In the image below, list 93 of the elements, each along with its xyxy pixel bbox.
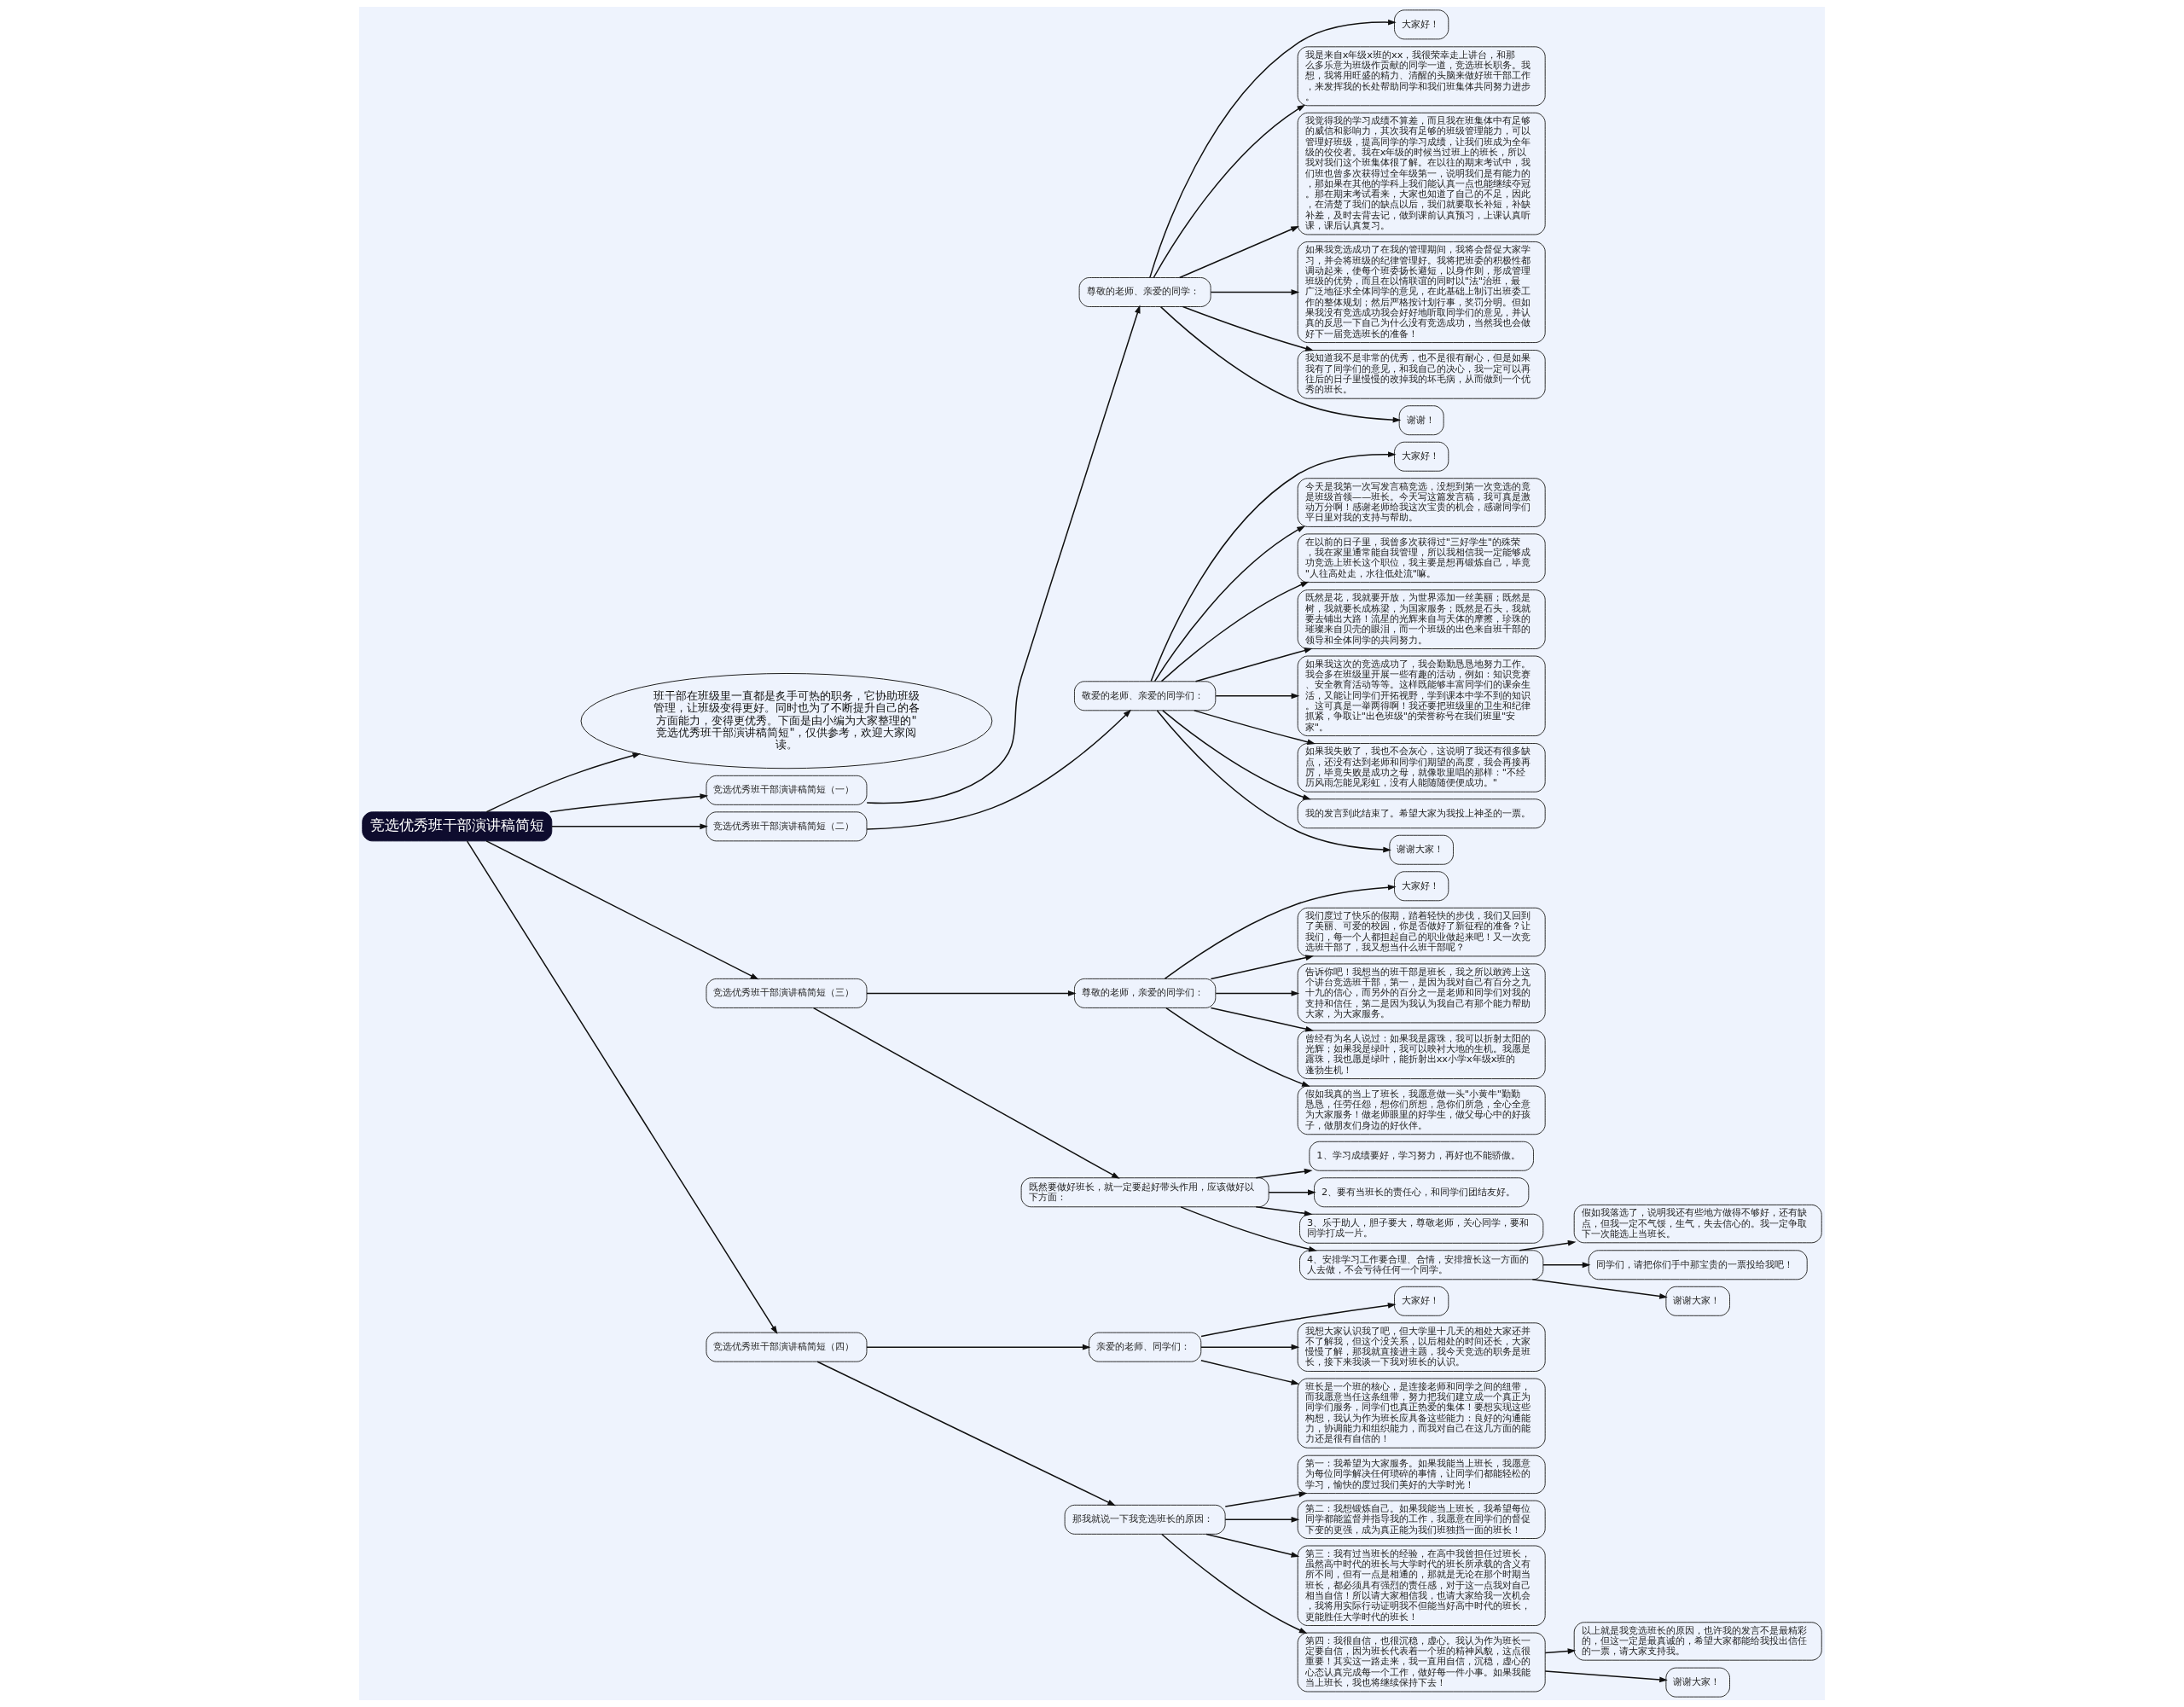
node-box: 竞选优秀班干部演讲稿简短（一） (706, 775, 868, 805)
arrow (1210, 289, 1300, 295)
node-box: 班长是一个班的核心，是连接老师和同学之间的纽带，而我愿意当任这条纽带，努力把我们建立成一个真正为同学们服务，同学们也真正热爱的集体！要想实现这些构想，我认为作为班长应具备这些能力：良好的沟通能力，协调能力和组织能力，而我对自己在这几方面的能力还是很有自信的！ (1297, 1378, 1546, 1449)
arrow (485, 752, 642, 813)
node-box: 竞选优秀班干部演讲稿简短（四） (706, 1332, 868, 1362)
node-box: 3、乐于助人，胆子要大，尊敬老师，关心同学，要和同学打成一片。 (1299, 1213, 1544, 1244)
node-box: 谢谢大家！ (1665, 1667, 1730, 1698)
arrow (1194, 710, 1316, 745)
node-box: 4、安排学习工作要合理、合情，安排擅长这一方面的人去做，不会亏待任何一个同学。 (1299, 1250, 1544, 1280)
arrow (1544, 1648, 1577, 1654)
node-box: 第二：我想锻炼自己。如果我能当上班长，我希望每位同学都能监督并指导我的工作，我愿意在同学们的督促下变的更强，成为真正能为我们班独挡一面的班长！ (1297, 1500, 1546, 1539)
arrow (1224, 1491, 1308, 1507)
node-box: 竞选优秀班干部演讲稿简短（三） (706, 978, 868, 1008)
arrow (485, 840, 759, 980)
arrow (549, 793, 709, 813)
arrow (1161, 1533, 1308, 1634)
arrow (1210, 955, 1314, 980)
arrow (866, 990, 1077, 996)
arrow (551, 823, 709, 830)
arrow (1215, 990, 1300, 996)
node-box: 如果我失败了，我也不会灰心，这说明了我还有很多缺点，还没有达到老师和同学们期望的高度，我会再接再厉，毕竟失败是成功之母，就像歌里唱的那样："不经历风雨怎能见彩虹，没有人能随随便便成功。" (1297, 743, 1546, 793)
node-box: 亲爱的老师、同学们： (1089, 1332, 1202, 1362)
node-box: 既然要做好班长，就一定要起好带头作用，应该做好以下方面： (1020, 1177, 1269, 1208)
arrow (1194, 647, 1313, 682)
node-box: 既然是花，我就要开放，为世界添加一丝美丽；既然是树，我就要长成栋梁，为国家服务；既然是石头，我就要去铺出大路！流星的光辉来自与天体的摩擦，珍珠的璀璨来自贝壳的眼泪，而一个班级的出色来自班干部的领导和全体同学的共同努力。 (1297, 589, 1546, 649)
node-box: 我的发言到此结束了。希望大家为我投上神圣的一票。 (1297, 798, 1546, 829)
arrow (1162, 710, 1311, 800)
node-box: 我想大家认识我了吧，但大学里十几天的相处大家还并不了解我，但这个没关系，以后相处的时间还长，大家慢慢了解，那我就直接进主题，我今天竞选的职务是班长，接下来我谈一下我对班长的认识。 (1297, 1322, 1546, 1372)
arrow (466, 840, 778, 1334)
arrow (1160, 581, 1310, 682)
node-box: 第三：我有过当班长的经验，在高中我曾担任过班长，虽然高中时代的班长与大学时代的班长所承载的含义有所不同，但有一点是相通的，那就是无论在那个时期当班长，都必须具有强烈的责任感，对于这一点我对自己相当自信！所以请大家相信我，也请大家给我一次机会，我将用实际行动证明我不但能当好高中时代的班长，更能胜任大学时代的班长！ (1297, 1545, 1546, 1626)
arrow (1149, 19, 1397, 279)
node-box: 谢谢大家！ (1665, 1286, 1730, 1316)
arrow (1215, 693, 1300, 700)
node-box: 第一：我希望为大家服务。如果我能当上班长，我愿意为每位同学解决任何琐碎的事情，让同学们都能轻松的学习，愉快的度过我们美好的大学时光！ (1297, 1454, 1546, 1495)
node-box: 谢谢！ (1398, 405, 1444, 436)
node-box: 大家好！ (1394, 441, 1449, 472)
arrow (1182, 305, 1314, 351)
arrow (1164, 884, 1397, 979)
node-box: 尊敬的老师，亲爱的同学们： (1074, 978, 1217, 1008)
node-box: 我知道我不是非常的优秀，也不是很有耐心，但是如果我有了同学们的意见，和我自己的决心，我一定可以再往后的日子里慢慢的改掉我的坏毛病，从而做到一个优秀的班长。 (1297, 350, 1546, 399)
node-box: 我是来自x年级x班的xx，我很荣幸走上讲台，和那么多乐意为班级作贡献的同学一道，竞选班长职务。我想，我将用旺盛的精力、清醒的头脑来做好班干部工作，来发挥我的长处帮助同学和我们班集体共同努力进步。 (1297, 46, 1546, 107)
arrow (1205, 1533, 1300, 1558)
arrow (1150, 451, 1397, 682)
node-box: 我们度过了快乐的假期，踏着轻快的步伐，我们又回到了美丽、可爱的校园，你是否做好了新征程的准备？让我们，每一个人都担起自己的职业做起来吧！又一次竞选班干部了，我又想当什么班干部呢？ (1297, 907, 1546, 957)
arrow (1544, 1670, 1668, 1683)
node-box: 竞选优秀班干部演讲稿简短（二） (706, 811, 868, 842)
arrow (1224, 1516, 1300, 1523)
arrow (1180, 1206, 1317, 1252)
node-box: 敬爱的老师、亲爱的同学们： (1074, 681, 1217, 711)
node-box: 大家好！ (1394, 871, 1449, 902)
arrow (816, 1361, 1116, 1507)
arrow (1156, 710, 1391, 853)
node-box: 1、学习成绩要好，学习努力，再好也不能骄傲。 (1309, 1141, 1534, 1171)
node-box: 第四：我很自信，也很沉稳，虚心。我认为作为班长一定要自信，因为班长代表着一个班的精神风貌，这点很重要！其实这一路走来，我一直用自信，沉稳，虚心的心态认真完成每一个工作，做好每一件小事。如果我能当上班长，我也将继续保持下去！ (1297, 1632, 1546, 1692)
node-box: 尊敬的老师、亲爱的同学： (1078, 277, 1211, 307)
arrow (1200, 1344, 1300, 1350)
arrow (1255, 1168, 1313, 1179)
arrow (866, 305, 1141, 804)
arrow (1268, 1189, 1316, 1196)
node-box: 谢谢大家！ (1389, 834, 1454, 865)
node-box: 曾经有为名人说过：如果我是露珠，我可以折射太阳的光辉；如果我是绿叶，我可以映衬大地的生机。我愿是露珠，我也愿是绿叶，能折射出xx小学x年级x班的蓬勃生机！ (1297, 1030, 1546, 1079)
arrow (1519, 1240, 1577, 1251)
arrow (1165, 1007, 1310, 1087)
node-box: 同学们，请把你们手中那宝贵的一票投给我吧！ (1588, 1250, 1808, 1280)
arrow (1200, 1359, 1300, 1385)
node-box: 那我就说一下我竞选班长的原因： (1064, 1504, 1226, 1535)
arrow (1178, 225, 1299, 279)
arrow (1531, 1279, 1668, 1299)
node-box: 大家好！ (1394, 9, 1449, 40)
node-box: 在以前的日子里，我曾多次获得过"三好学生"的殊荣，我在家里通常能自我管理，所以我相信我一定能够成功竞选上班长这个职位，我主要是想再锻炼自己，毕竟"人往高处走，水往低处流"嘛。 (1297, 533, 1546, 584)
node-box: 告诉你吧！我想当的班干部是班长，我之所以敢跨上这个讲台竞选班干部，第一，是因为我对自己有百分之九十九的信心，而另外的百分之一是老师和同学们对我的支持和信任，第二是因为我认为我自己有那个能力帮助大家，为大家服务。 (1297, 963, 1546, 1024)
node-box: 今天是我第一次写发言稿竞选，没想到第一次竞选的竟是班级首领——班长。今天写这篇发言稿，我可真是激动万分啊！感谢老师给我这次宝贵的机会，感谢同学们平日里对我的支持与帮助。 (1297, 478, 1546, 527)
node-box: 假如我真的当上了班长，我愿意做一头"小黄牛"勤勤恳恳，任劳任怨，想你们所想，急你们所急，全心全意为大家服务！做老师眼里的好学生，做父母心中的好孩子，做朋友们身边的好伙伴。 (1297, 1085, 1546, 1135)
arrow (1255, 1206, 1313, 1216)
node-box: 如果我这次的竞选成功了，我会勤勤恳恳地努力工作。我会多在班级里开展一些有趣的活动，例如：知识竞赛、安全教育活动等等。这样既能够丰富同学们的课余生活，又能让同学们开拓视野，学到课本中学不到的知识。这可真是一举两得啊！我还要把班级里的卫生和纪律抓紧，争取让"出色班级"的荣誉称号在我们班里"安家"。 (1297, 655, 1546, 737)
node-box: 假如我落选了，说明我还有些地方做得不够好，还有缺点，但我一定不气馁，生气，失去信心的。我一定争取下一次能选上当班长。 (1573, 1204, 1822, 1244)
arrow (1542, 1262, 1591, 1269)
node-ellipse: 班干部在班级里一直都是炙手可热的职务，它协助班级管理，让班级变得更好。同时也为了不断提升自己的各方面能力，变得更优秀。下面是由小编为大家整理的"竞选优秀班干部演讲稿简短"，仅供参考，欢迎大家阅读。 (580, 673, 993, 769)
node-box: 我觉得我的学习成绩不算差，而且我在班集体中有足够的威信和影响力，其次我有足够的班级管理能力，可以管理好班级，提高同学的学习成绩，让我们班成为全年级的佼佼者。我在x年级的时候当过班上的班长，所以我对我们这个班集体很了解。在以往的期末考试中，我们班也曾多次获得过全年级第一，说明我们是有能力的，那如果在其他的学科上我们能认真一点也能继续夺冠。那在期末考试看来，大家也知道了自己的不足，因此，在清楚了我们的缺点以后，我们就要取长补短，补缺补差，及时去背去记，做到课前认真预习，上课认真听课，课后认真复习。 (1297, 112, 1546, 235)
node-box: 以上就是我竞选班长的原因，也许我的发言不是最精彩的，但这一定是最真诚的，希望大家都能给我投出信任的一票，请大家支持我。 (1573, 1622, 1822, 1661)
arrow (1153, 104, 1306, 278)
arrow (1200, 1303, 1397, 1338)
node-box: 2、要有当班长的责任心，和同学们团结友好。 (1314, 1177, 1530, 1208)
arrow (1210, 1007, 1314, 1032)
arrow (866, 1344, 1091, 1350)
node-box: 大家好！ (1394, 1286, 1449, 1316)
arrow (812, 1007, 1120, 1179)
node-box: 如果我竞选成功了在我的管理期间，我将会督促大家学习，并会将班级的纪律管理好。我将把班委的积极性都调动起来，使每个班委扬长避短，以身作则，形成管理班级的优势，而且在以情联谊的同时以"法"治班，最广泛地征求全体同学的意见，在此基础上制订出班委工作的整体规划；然后严格按计划行事，奖罚分明。但如果我没有竞选成功我会好好地听取同学们的意见，并认真的反思一下自己为什么没有竞选成功，当然我也会做好下一届竞选班长的准备！ (1297, 241, 1546, 344)
node-box: 竞选优秀班干部演讲稿简短 (362, 811, 553, 842)
arrow (1153, 525, 1305, 682)
arrow (1159, 305, 1402, 423)
arrow (866, 709, 1132, 830)
